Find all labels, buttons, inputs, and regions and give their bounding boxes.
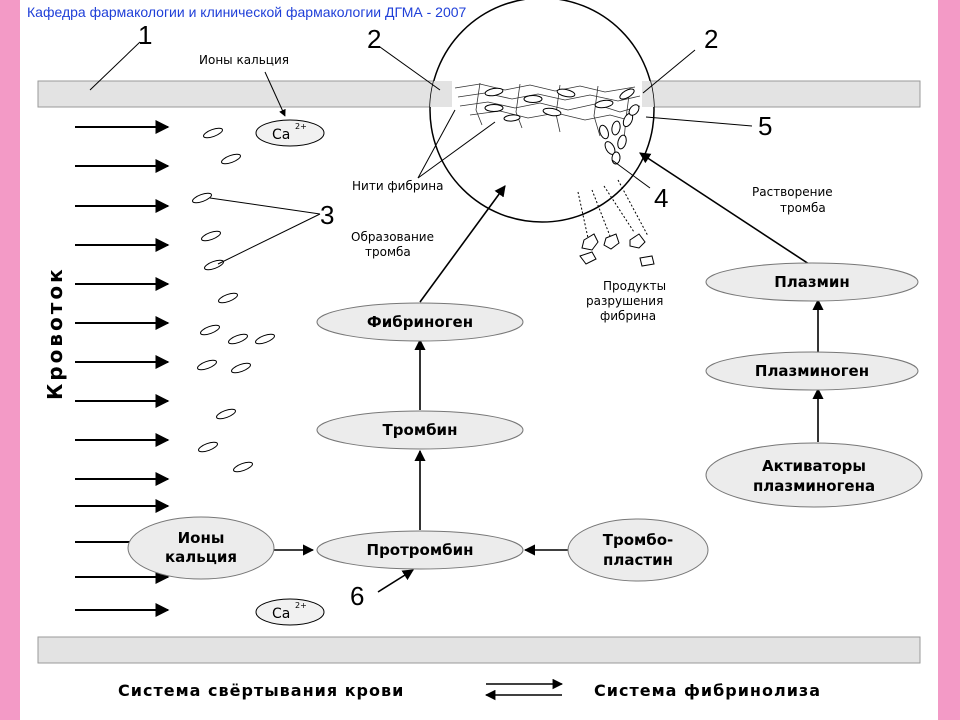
legend-coagulation: Система свёртывания крови <box>118 681 404 700</box>
left-pink-border <box>0 0 20 720</box>
legend-fibrinolysis: Система фибринолиза <box>594 681 821 700</box>
node-thromboplastin-label-line1: Тромбо- <box>603 531 674 549</box>
calcium-ion-bottom: Ca 2+ <box>255 598 325 626</box>
node-activators-label-line2: плазминогена <box>753 477 875 495</box>
node-plasminogen-label: Плазминоген <box>755 362 869 380</box>
pathway-arrows <box>272 152 824 593</box>
platelet-cluster <box>599 104 640 165</box>
degradation-products-label-line1: Продукты <box>603 279 666 293</box>
legend: Система свёртывания крови Система фибрин… <box>118 678 821 701</box>
node-activators-label-line1: Активаторы <box>762 457 866 475</box>
trapped-cells <box>484 87 635 122</box>
thrombus-dissolution-label-line2: тромба <box>780 201 826 215</box>
node-calcium-ions: Ионы кальция <box>127 516 275 580</box>
ca-symbol-bottom: Ca <box>272 606 290 622</box>
node-thromboplastin: Тромбо- пластин <box>567 518 709 582</box>
node-prothrombin-label: Протромбин <box>367 541 474 559</box>
marker-2-left: 2 <box>367 24 381 54</box>
vessel-wall-bottom <box>37 636 921 664</box>
platelets-in-stream <box>192 127 275 473</box>
ca-charge-bottom: 2+ <box>295 601 307 610</box>
right-pink-border <box>938 0 960 720</box>
ca-charge-top: 2+ <box>295 122 307 131</box>
thrombus-formation-label-line2: тромба <box>365 245 411 259</box>
marker-6: 6 <box>350 581 364 611</box>
node-calcium-label-line2: кальция <box>165 548 237 566</box>
marker-1: 1 <box>138 20 152 50</box>
ca-symbol-top: Ca <box>272 127 290 143</box>
marker-4: 4 <box>654 183 668 213</box>
marker-5: 5 <box>758 111 772 141</box>
degradation-products-label-line2: разрушения <box>586 294 663 308</box>
degradation-products-label-line3: фибрина <box>600 309 656 323</box>
blood-flow-label: Кровоток <box>43 266 67 400</box>
calcium-ions-label: Ионы кальция <box>199 53 289 67</box>
blood-flow-arrows <box>75 120 170 617</box>
thrombus-formation-label-line1: Образование <box>351 230 434 244</box>
legend-exchange-arrows <box>484 678 564 701</box>
node-thromboplastin-label-line2: пластин <box>603 551 673 569</box>
calcium-ion-top: Ca 2+ <box>255 119 325 147</box>
node-plasmin-label: Плазмин <box>774 273 850 291</box>
marker-3: 3 <box>320 200 334 230</box>
node-calcium-label-line1: Ионы <box>178 529 225 547</box>
node-plasminogen: Плазминоген <box>705 351 919 391</box>
node-thrombin-label: Тромбин <box>383 421 458 439</box>
node-thrombin: Тромбин <box>316 410 524 450</box>
node-fibrinogen: Фибриноген <box>316 302 524 342</box>
node-plasmin: Плазмин <box>705 262 919 302</box>
thrombus-magnified-circle <box>429 0 655 223</box>
node-prothrombin: Протромбин <box>316 530 524 570</box>
fibrin-degradation-fragments <box>577 179 655 267</box>
node-plasminogen-activators: Активаторы плазминогена <box>705 442 923 508</box>
department-credit: Кафедра фармакологии и клинической фарма… <box>27 4 467 20</box>
fibrin-threads-label: Нити фибрина <box>352 179 444 193</box>
marker-2-right: 2 <box>704 24 718 54</box>
thrombus-dissolution-label-line1: Растворение <box>752 185 833 199</box>
pointer-lines <box>89 41 753 265</box>
node-fibrinogen-label: Фибриноген <box>367 313 473 331</box>
